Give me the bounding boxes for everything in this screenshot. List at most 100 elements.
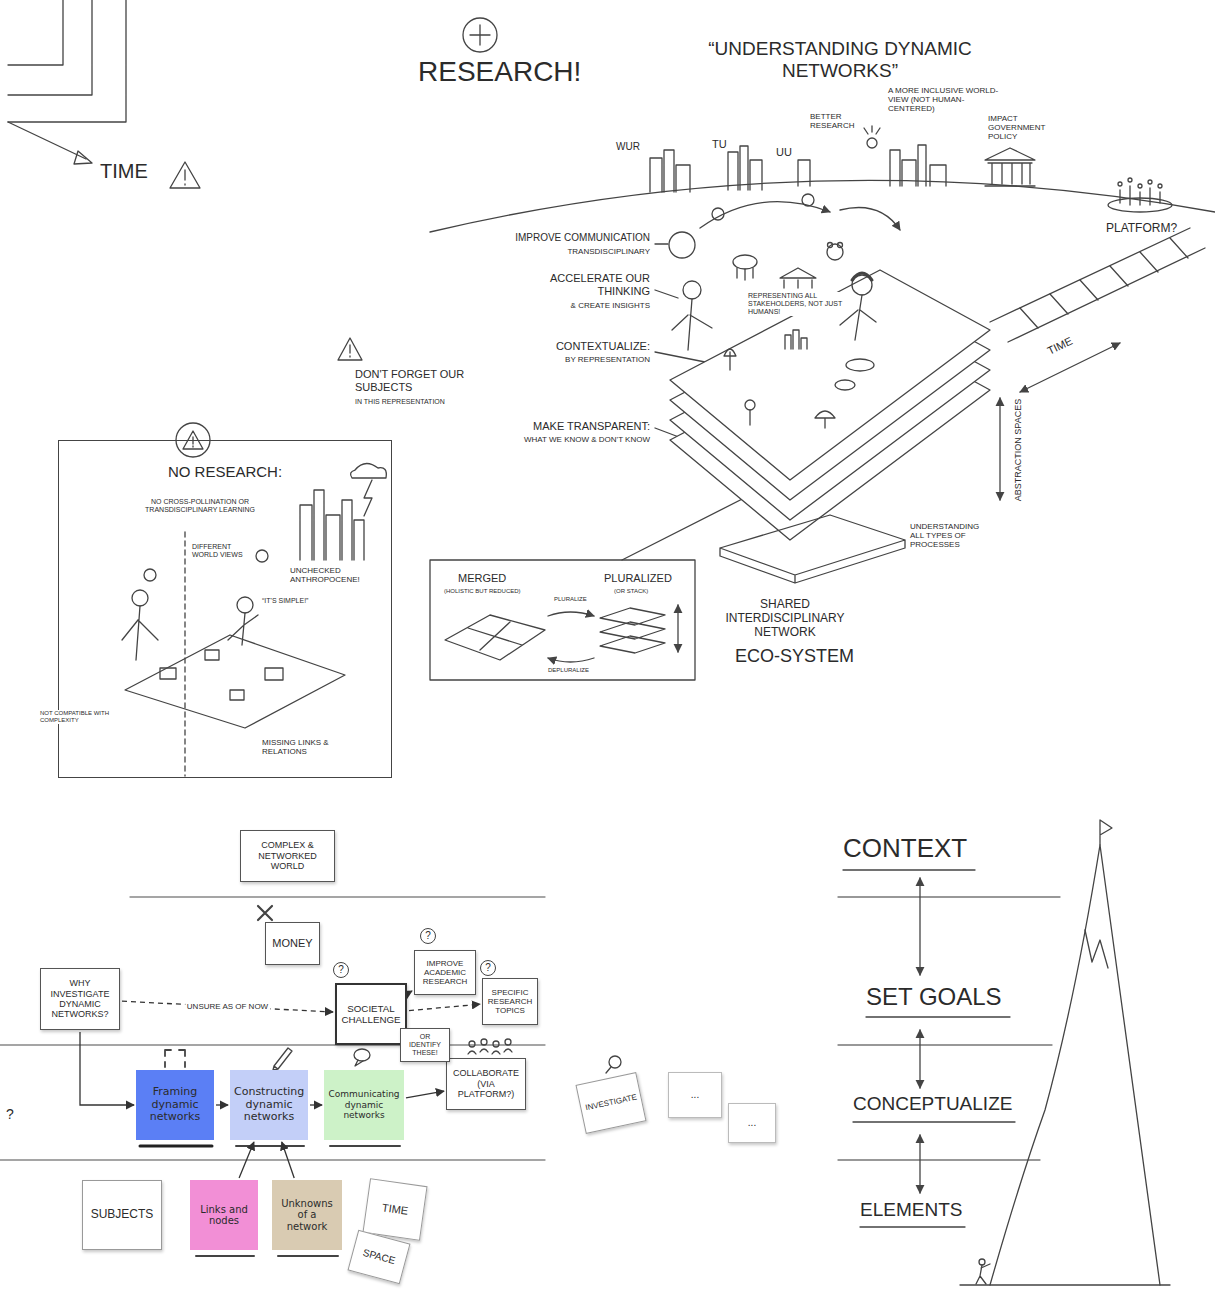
heading-label: SHARED INTERDISCIPLINARY NETWORK (700, 598, 870, 639)
node-text: (VIA PLATFORM?) (451, 1079, 521, 1100)
flow-decorations (0, 897, 545, 1160)
edge-label: UNSURE AS OF NOW (185, 1001, 270, 1012)
horizon-city (1138, 184, 1142, 188)
connector-arrow (80, 1032, 134, 1105)
node-text: SPECIFIC RESEARCH TOPICS (487, 988, 533, 1016)
table-scene (724, 349, 736, 370)
connector-arrow (409, 1004, 480, 1010)
node-text: Communicating dynamic networks (328, 1089, 400, 1120)
node-text: SOCIETAL CHALLENGE (341, 1003, 401, 1025)
abstraction-layers (670, 270, 990, 480)
note-label: BETTER RESEARCH (810, 112, 862, 130)
connector-arrow (406, 1091, 444, 1098)
warning-icon (170, 162, 200, 188)
mountain-goals (843, 870, 1015, 1227)
mountain-goals (919, 878, 920, 975)
connector-arrow (122, 1001, 333, 1012)
no-research-scene (265, 668, 283, 680)
node-text: SPACE (356, 1246, 401, 1268)
node-text: NO RESEARCH: (63, 463, 387, 480)
note-label: BY REPRESENTATION (500, 355, 650, 364)
diagram-title: “UNDERSTANDING DYNAMIC NETWORKS” (690, 38, 990, 82)
sticky-note: INVESTIGATE (575, 1072, 646, 1134)
note-label: “IT'S SIMPLE!” (262, 597, 308, 605)
node-text: Unknowns of a network (276, 1198, 338, 1233)
warning-icon (338, 338, 362, 360)
mountain-goals (919, 1135, 920, 1193)
note-label: MAKE TRANSPARENT: (500, 420, 650, 433)
note-label: DEPLURALIZE (548, 667, 589, 674)
node-text: Framing dynamic networks (140, 1086, 210, 1124)
note-label: MERGED (458, 572, 506, 585)
note-label: CONTEXTUALIZE: (500, 340, 650, 353)
corner-frames (8, 0, 126, 164)
axis-label: TIME (1045, 335, 1074, 358)
no-research-scene (132, 590, 148, 606)
flow-decorations (196, 1255, 338, 1257)
horizon-city (864, 126, 880, 134)
connector-arrow (216, 1104, 228, 1105)
horizon-city (1128, 178, 1132, 182)
node-text: TIME (370, 1200, 419, 1219)
heading-label: RESEARCH! (418, 56, 581, 88)
flow-decorations (355, 1060, 363, 1066)
time-road (1020, 343, 1120, 392)
merge-stack-panel (677, 605, 678, 652)
flow-decorations (165, 1050, 185, 1067)
connector-arrow (310, 1104, 322, 1105)
note-label: PLURALIZED (604, 572, 672, 585)
node-text: ... (733, 1117, 771, 1129)
no-research-scene (351, 463, 387, 478)
flow-decorations (606, 1067, 611, 1073)
mountain-goals (960, 1284, 1170, 1285)
mountain-goals (990, 845, 1160, 1285)
place-label: WUR (616, 141, 640, 153)
horizon-city (1148, 180, 1152, 184)
connector-arrow (409, 991, 412, 993)
time-road (1020, 238, 1188, 328)
table-scene (733, 255, 757, 269)
note-label: REPRESENTING ALL STAKEHOLDERS, NOT JUST … (748, 292, 848, 316)
note-label: WHAT WE KNOW & DON'T KNOW (500, 435, 650, 444)
leader-line (622, 490, 760, 560)
node-text: COMPLEX & NETWORKED WORLD (245, 840, 330, 871)
flow-decorations (481, 1039, 487, 1045)
place-label: UU (776, 146, 792, 159)
question-mark: ? (6, 1106, 14, 1122)
table-scene (828, 243, 833, 248)
note-label: (OR STACK) (614, 588, 648, 595)
goal-box: SPECIFIC RESEARCH TOPICS (482, 978, 538, 1025)
node-text: WHY INVESTIGATE DYNAMIC NETWORKS? (45, 978, 115, 1019)
no-research-scene (364, 480, 372, 516)
no-research-scene (160, 668, 176, 679)
place-label: TU (712, 138, 727, 151)
question-badge: ? (480, 960, 496, 976)
note-label: DIFFERENT WORLD VIEWS (192, 543, 254, 559)
flow-decorations (0, 897, 621, 1256)
question-badge: ? (420, 928, 436, 944)
horizon-city (1120, 186, 1160, 205)
no-research-scene (256, 550, 268, 562)
note-label: IMPACT GOVERNMENT POLICY (988, 114, 1050, 142)
note-label: NO CROSS-POLLINATION OR TRANSDISCIPLINAR… (140, 498, 260, 514)
horizon-city (1118, 182, 1122, 186)
note-label: PLATFORM? (1106, 222, 1177, 236)
question-box: WHY INVESTIGATE DYNAMIC NETWORKS? (40, 968, 120, 1030)
note-label: MISSING LINKS & RELATIONS (262, 738, 334, 756)
warning-icon (349, 345, 350, 357)
note-label: DON'T FORGET OUR SUBJECTS (355, 368, 470, 393)
merge-stack-panel (445, 615, 545, 660)
horizon-city (890, 145, 946, 186)
table-scene (749, 410, 750, 425)
corner-frames (8, 122, 86, 159)
note-label: & CREATE INSIGHTS (500, 301, 650, 310)
node-text: Links and nodes (194, 1204, 254, 1227)
stage-label: SET GOALS (866, 983, 1002, 1011)
flow-decorations (258, 906, 272, 920)
context-box: COMPLEX & NETWORKED WORLD (240, 830, 335, 882)
flow-decorations (469, 1041, 475, 1047)
warning-icon (170, 162, 362, 360)
process-box: Constructing dynamic networks (230, 1070, 308, 1140)
no-research-scene (122, 606, 158, 660)
